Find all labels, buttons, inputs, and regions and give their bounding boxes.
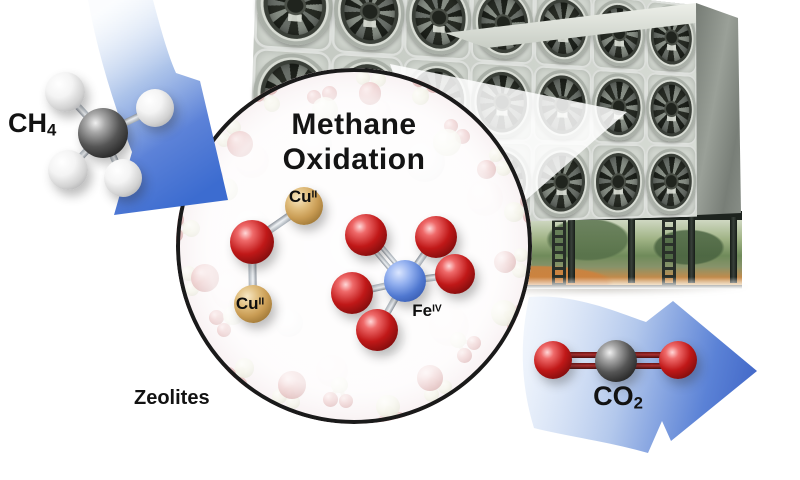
- bond-stick: [65, 130, 106, 173]
- fan-icon: [477, 0, 529, 56]
- bond-stick: [62, 89, 106, 136]
- fan-rim: [592, 0, 646, 69]
- building-side-wall: [696, 3, 741, 215]
- atom-sphere: [659, 341, 697, 379]
- atom-sphere: [104, 159, 142, 197]
- fan-icon: [650, 153, 693, 210]
- fan-rim: [534, 0, 592, 65]
- cu-bottom-label: CuII: [235, 294, 265, 313]
- ch4-formula: CH: [8, 108, 47, 138]
- zeolite-circle: Methane Oxidation CuII CuII FeIV: [176, 68, 532, 424]
- atom-sphere: [45, 72, 85, 112]
- pillar: [730, 217, 737, 283]
- atom-sphere: [136, 89, 174, 127]
- fan-rim: [254, 0, 334, 48]
- zeolites-label: Zeolites: [134, 387, 210, 409]
- fan-icon: [261, 0, 327, 42]
- fan-cell: [471, 0, 535, 65]
- flow-arrow-out-shape: [522, 296, 757, 453]
- fan-icon: [651, 8, 693, 67]
- fan-cell: [331, 0, 406, 57]
- co2-subscript: 2: [633, 393, 643, 413]
- ladder: [552, 219, 566, 285]
- atom-sphere: [78, 108, 128, 158]
- co2-formula: CO: [593, 381, 634, 411]
- fan-rim: [471, 0, 534, 61]
- fan-icon: [650, 80, 693, 137]
- pillar: [568, 217, 575, 283]
- pillar: [628, 217, 635, 283]
- cu-top-label: CuII: [288, 187, 318, 206]
- fan-cell: [533, 0, 593, 69]
- ladder: [662, 219, 676, 285]
- fan-icon: [410, 0, 466, 51]
- pillar: [688, 217, 695, 283]
- fan-cell: [646, 0, 697, 75]
- fan-cell: [645, 71, 697, 146]
- fan-cell: [591, 0, 647, 72]
- atom-sphere: [48, 150, 88, 190]
- fan-rim: [646, 75, 697, 142]
- fan-rim: [590, 147, 646, 216]
- circle-title: Methane Oxidation: [176, 108, 532, 178]
- bond-stick: [617, 352, 677, 358]
- fan-icon: [597, 3, 642, 63]
- atom-sphere: [415, 216, 457, 258]
- fan-icon: [339, 0, 399, 47]
- atom-sphere: [595, 340, 637, 382]
- fan-cell: [253, 0, 335, 52]
- fan-rim: [646, 3, 697, 72]
- bond-stick: [99, 131, 127, 180]
- title-line-1: Methane: [291, 108, 417, 141]
- fan-cell: [590, 143, 646, 220]
- fan-icon: [539, 0, 587, 60]
- fe-label: FeIV: [412, 301, 442, 320]
- atom-sphere: [345, 214, 387, 256]
- atom-sphere: [331, 272, 373, 314]
- atom-sphere: [356, 309, 398, 351]
- fan-cell: [403, 0, 473, 61]
- ch4-subscript: 4: [47, 120, 57, 140]
- bond-stick: [617, 363, 677, 369]
- fan-rim: [645, 147, 697, 215]
- fan-icon: [595, 152, 641, 211]
- title-line-2: Oxidation: [282, 142, 426, 176]
- bond-stick: [101, 104, 157, 137]
- atom-sphere: [234, 285, 272, 323]
- building-roof: [445, 3, 738, 48]
- atom-sphere: [435, 254, 475, 294]
- fan-rim: [332, 0, 406, 53]
- atom-sphere: [534, 341, 572, 379]
- atom-sphere: [384, 260, 426, 302]
- co2-label: CO2: [578, 383, 658, 412]
- fan-cell: [645, 144, 697, 219]
- ch4-label: CH4: [8, 110, 56, 139]
- bond-stick: [555, 363, 615, 369]
- fan-rim: [404, 0, 472, 57]
- bond-stick: [555, 352, 615, 358]
